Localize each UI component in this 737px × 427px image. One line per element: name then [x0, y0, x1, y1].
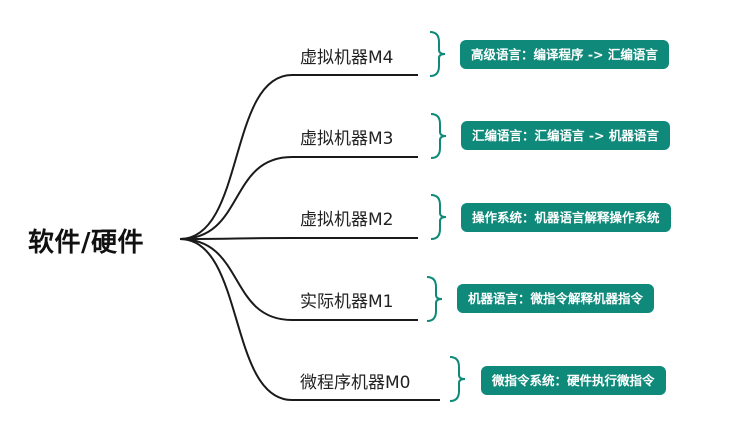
branch-label-m1: 实际机器M1: [300, 292, 394, 312]
branch-line-m1: [179, 238, 418, 321]
branch-label-m3: 虚拟机器M3: [300, 129, 394, 149]
note-pill-m3: 汇编语言：汇编语言 -> 机器语言: [461, 121, 670, 150]
branch-lines: [179, 74, 440, 401]
branch-label-m0: 微程序机器M0: [300, 373, 411, 393]
note-braces: [426, 31, 466, 402]
note-pill-m2: 操作系统：机器语言解释操作系统: [461, 203, 671, 232]
branch-label-m2: 虚拟机器M2: [300, 210, 394, 230]
note-pill-m0: 微指令系统：硬件执行微指令: [481, 366, 666, 395]
branch-line-m3: [179, 156, 418, 240]
root-node-label: 软件/硬件: [28, 228, 144, 258]
brace-m3: [430, 113, 447, 159]
brace-m1: [426, 276, 443, 322]
note-pill-m4: 高级语言：编译程序 -> 汇编语言: [460, 40, 669, 69]
brace-m4: [429, 31, 446, 77]
branch-label-m4: 虚拟机器M4: [300, 48, 394, 68]
branch-line-m2: [179, 237, 418, 240]
brace-m0: [449, 356, 466, 402]
branch-line-m4: [179, 74, 418, 240]
brace-m2: [430, 194, 447, 240]
note-pill-m1: 机器语言：微指令解释机器指令: [457, 284, 655, 313]
branch-line-m0: [179, 238, 440, 401]
